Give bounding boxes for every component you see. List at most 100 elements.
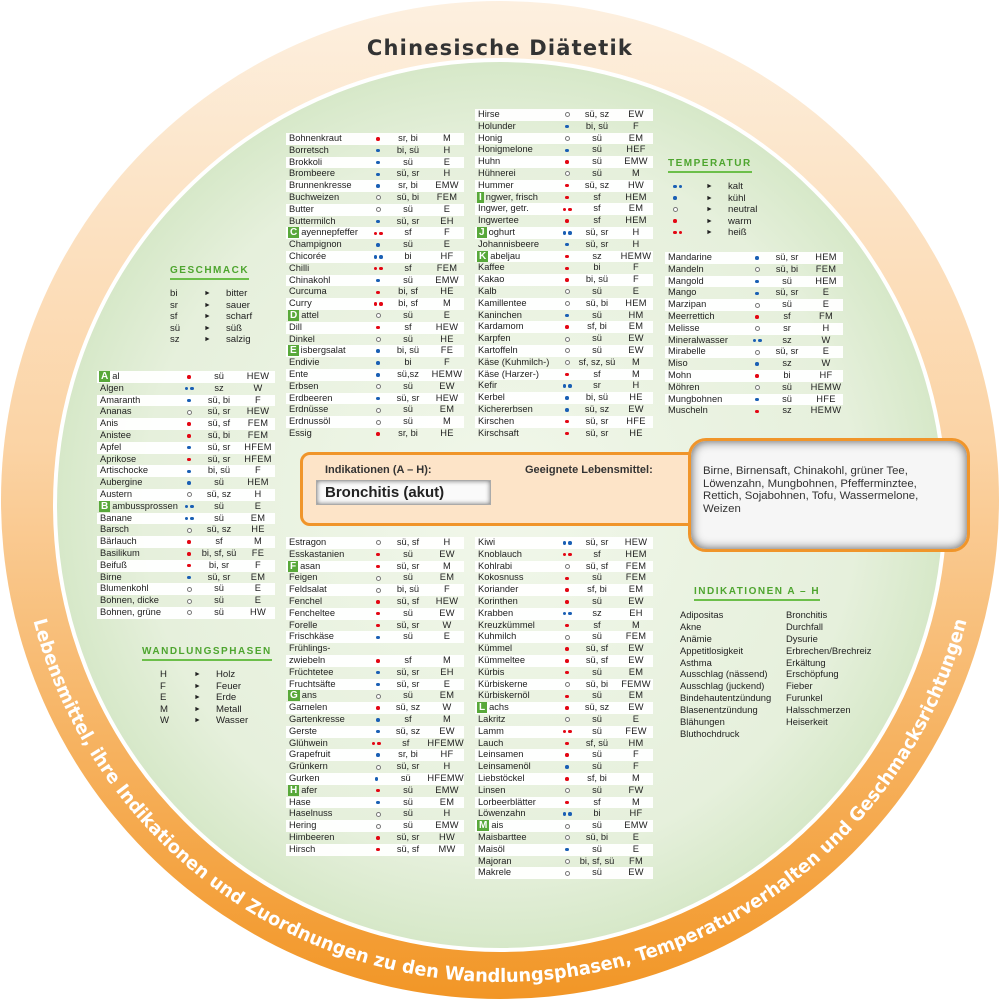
indication-item[interactable]: Blähungen	[680, 716, 725, 728]
indication-item[interactable]: Halsschmerzen	[786, 704, 851, 716]
indication-selector[interactable]: Bronchitis (akut)	[316, 480, 491, 505]
indication-item[interactable]: Adipositas	[680, 609, 724, 620]
indication-item[interactable]: Dysurie	[786, 632, 818, 644]
indication-item[interactable]: Blasenentzündung	[680, 704, 758, 716]
indication-item[interactable]: Ausschlag (juckend)	[680, 680, 765, 692]
indication-item[interactable]: Erschöpfung	[786, 668, 839, 680]
indication-item[interactable]: Furunkel	[786, 692, 823, 704]
indication-item[interactable]: Erkältung	[786, 656, 826, 668]
indication-item[interactable]: Erbrechen/Brechreiz	[786, 644, 872, 656]
indication-item[interactable]: Heiserkeit	[786, 716, 828, 728]
indication-item[interactable]: Anämie	[680, 632, 712, 644]
indication-item[interactable]: Asthma	[680, 656, 712, 668]
indication-item[interactable]: Akne	[680, 620, 702, 632]
indication-item[interactable]: Durchfall	[786, 620, 823, 632]
